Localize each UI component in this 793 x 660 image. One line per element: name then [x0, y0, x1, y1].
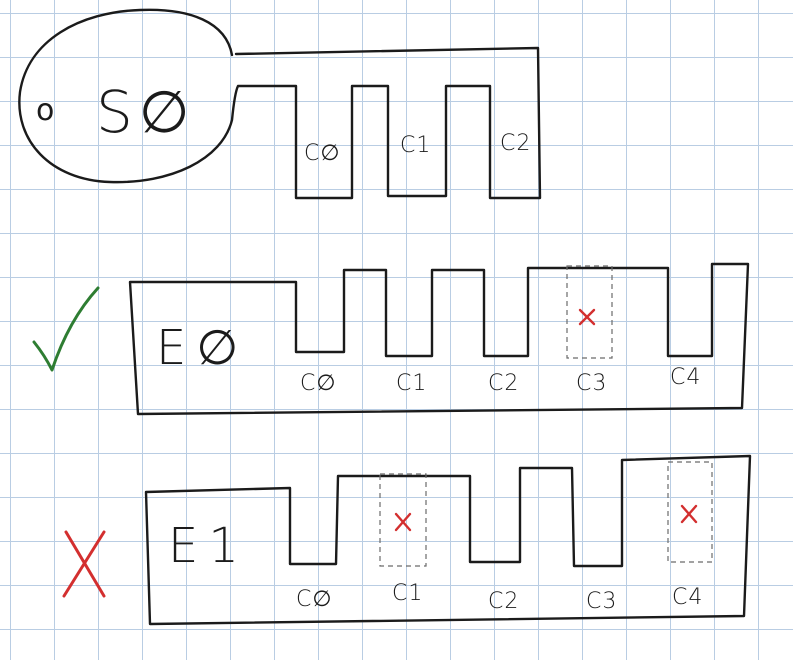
segment-bullet: o — [36, 93, 54, 128]
blocked-x-mark — [394, 512, 412, 532]
segment-slot-label: C2 — [500, 131, 531, 156]
blocked-x-mark — [680, 504, 698, 524]
row-e1-slot-label: C3 — [586, 589, 617, 614]
row-e1-outline — [144, 454, 752, 626]
row-e0-slot-label: C1 — [396, 371, 427, 396]
segment-s0-label: S∅ — [96, 78, 195, 146]
row-e1-slot-label: C∅ — [296, 587, 333, 612]
row-e0-slot-label: C2 — [488, 371, 519, 396]
blocked-x-mark — [578, 308, 596, 326]
blocked-slot-outline — [566, 265, 613, 359]
row-e1-label: E1 — [168, 518, 249, 574]
blocked-slot-outline — [379, 473, 427, 567]
blocked-slot-outline — [667, 461, 713, 563]
row-e1-slot-label: C1 — [392, 581, 423, 606]
row-e0: E∅ C∅ C1 C2 C3 C4 — [32, 262, 750, 416]
segment-slot-label: C1 — [400, 133, 431, 158]
row-e0-slot-label: C3 — [576, 371, 607, 396]
row-e0-label: E∅ — [156, 320, 248, 376]
row-e0-slot-label: C∅ — [300, 371, 337, 396]
cross-mark — [62, 530, 106, 598]
row-e1-slot-label: C4 — [672, 585, 703, 610]
segment-s0-outline — [18, 8, 542, 200]
check-mark — [32, 286, 100, 372]
segment-slot-label: C∅ — [304, 141, 341, 166]
row-e1-slot-label: C2 — [488, 589, 519, 614]
row-e0-slot-label: C4 — [670, 365, 701, 390]
row-e1: E1 C∅ C1 C2 C3 C4 — [62, 454, 752, 626]
row-e0-outline — [128, 262, 750, 416]
segment-s0: o S∅ C∅ C1 C2 — [18, 8, 542, 200]
